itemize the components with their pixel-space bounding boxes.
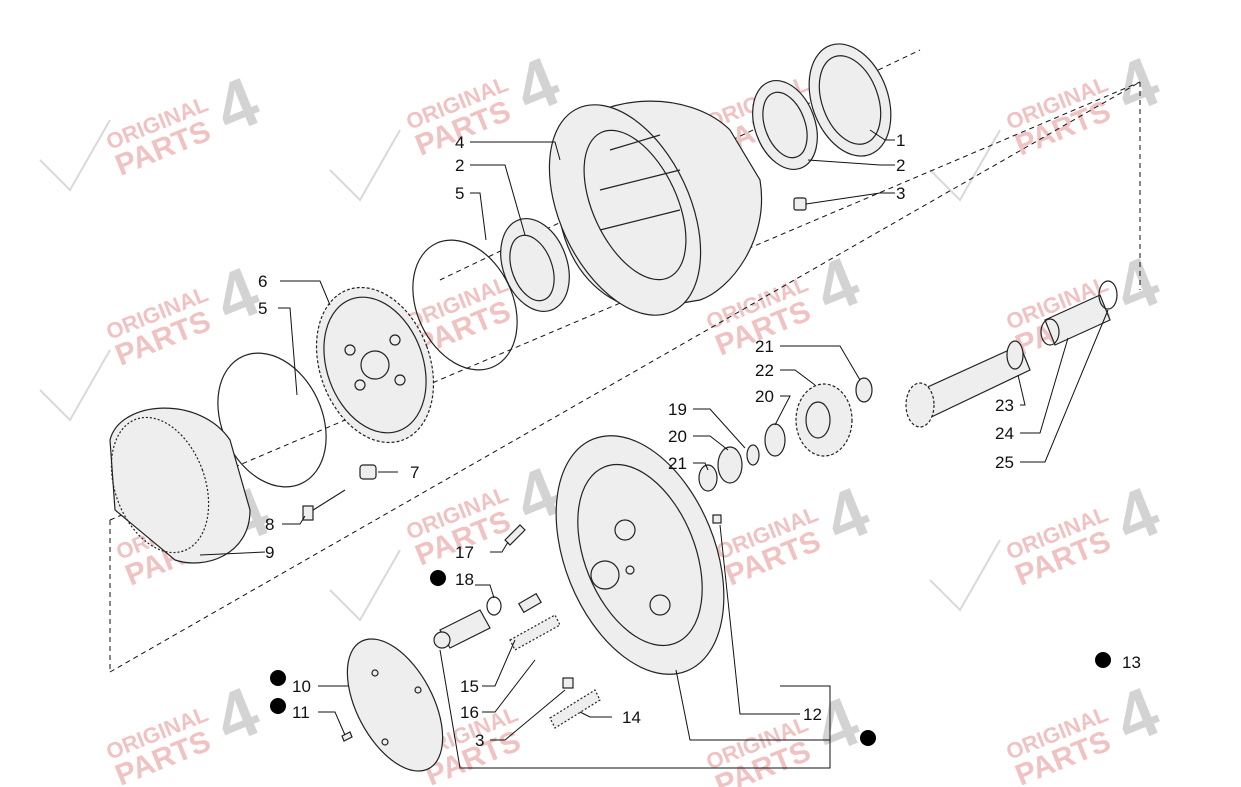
watermark-brand: 4 <box>804 242 869 329</box>
watermark: ORIGINAL PARTS 4 <box>403 452 570 573</box>
non-supplied-markers <box>270 570 1111 746</box>
needle-bearing-part-upper <box>764 423 786 457</box>
watermark: ORIGINAL PARTS 4 <box>403 42 570 163</box>
watermark-brand: 4 <box>1104 672 1169 759</box>
watermark: ORIGINAL PARTS 4 <box>1003 42 1170 163</box>
washer-part-lower <box>698 464 718 492</box>
callout-5: 5 <box>455 184 464 203</box>
watermark: ORIGINAL PARTS 4 <box>1003 472 1170 593</box>
callout-20: 20 <box>755 387 774 406</box>
watermark-check-icons <box>39 119 1001 622</box>
callout-13: 13 <box>1122 653 1141 672</box>
nut-part-upper <box>793 197 807 211</box>
snap-ring-part-upper <box>412 239 518 371</box>
drive-shaft-part <box>905 340 1031 428</box>
watermark-brand: 4 <box>204 62 269 149</box>
watermark-brand: 4 <box>204 672 269 759</box>
callout-19: 19 <box>668 400 687 419</box>
callout-20: 20 <box>668 427 687 446</box>
callout-1: 1 <box>896 131 905 150</box>
planet-gear-part <box>795 383 853 457</box>
watermark-brand: 4 <box>1104 472 1169 559</box>
bearing-part-lower <box>500 217 570 313</box>
callout-3: 3 <box>896 184 905 203</box>
callout-2: 2 <box>896 156 905 175</box>
callout-17: 17 <box>455 543 474 562</box>
marker-dot <box>270 698 286 714</box>
wheel-hub-housing-part <box>548 100 763 316</box>
callout-3: 3 <box>475 731 484 750</box>
callout-23: 23 <box>995 396 1014 415</box>
sleeve-part <box>1040 294 1111 346</box>
callout-25: 25 <box>995 453 1014 472</box>
bushing-part <box>359 464 377 480</box>
stud-part-14 <box>549 689 601 729</box>
nut-part-lower <box>562 677 574 689</box>
watermark-brand: 4 <box>504 42 569 129</box>
callout-18: 18 <box>455 570 474 589</box>
cover-plate-part <box>346 638 444 772</box>
watermark-brand: 4 <box>1104 42 1169 129</box>
callout-12: 12 <box>803 705 822 724</box>
circlip-part <box>1098 280 1118 310</box>
callout-22: 22 <box>755 361 774 380</box>
watermark-brand: 4 <box>804 682 869 769</box>
callout-9: 9 <box>265 543 274 562</box>
callout-8: 8 <box>265 515 274 534</box>
plug-part <box>712 514 722 524</box>
callout-21: 21 <box>668 454 687 473</box>
watermark-brand: 4 <box>814 472 879 559</box>
leader-lines <box>199 129 1109 769</box>
o-ring-part-18 <box>486 596 502 616</box>
ring-gear-part <box>109 407 251 564</box>
marker-dot <box>1095 652 1111 668</box>
dowel-part <box>518 592 542 614</box>
callout-10: 10 <box>292 677 311 696</box>
watermark: ORIGINAL PARTS 4 <box>103 672 270 787</box>
callout-21: 21 <box>755 337 774 356</box>
callout-7: 7 <box>410 463 419 482</box>
callout-24: 24 <box>995 424 1014 443</box>
bolt-part <box>302 489 346 521</box>
watermark: ORIGINAL PARTS 4 <box>103 62 270 183</box>
callout-6: 6 <box>258 272 267 291</box>
parts-layer <box>109 43 1118 772</box>
watermark: ORIGINAL PARTS 4 <box>1003 672 1170 787</box>
hub-flange-part <box>555 435 725 675</box>
watermark-brand: 4 <box>204 252 269 339</box>
callout-14: 14 <box>622 708 641 727</box>
pin-part-15 <box>433 609 491 649</box>
callout-5: 5 <box>258 299 267 318</box>
watermark: ORIGINAL PARTS 4 <box>713 472 880 593</box>
callout-2: 2 <box>455 156 464 175</box>
gear-carrier-plate-part <box>315 286 435 444</box>
needle-bearing-part-lower <box>717 446 743 484</box>
marker-dot <box>860 730 876 746</box>
callout-labels: 1 2 3 4 2 5 6 5 7 8 9 10 11 12 13 14 15 … <box>258 131 1141 750</box>
screw-part-17 <box>504 524 526 546</box>
washer-part-upper <box>855 377 873 403</box>
callout-4: 4 <box>455 133 464 152</box>
watermark: ORIGINAL PARTS 4 <box>703 682 870 787</box>
bearing-part-upper <box>752 79 818 171</box>
seal-ring-part <box>808 43 892 157</box>
marker-dot <box>270 670 286 686</box>
spacer-part <box>746 444 760 466</box>
callout-11: 11 <box>292 703 310 722</box>
spring-pin-part-16 <box>509 614 561 651</box>
marker-dot <box>430 570 446 586</box>
callout-15: 15 <box>460 677 479 696</box>
screw-part-11 <box>341 731 353 742</box>
callout-16: 16 <box>460 703 479 722</box>
watermark: ORIGINAL PARTS 4 <box>103 252 270 373</box>
